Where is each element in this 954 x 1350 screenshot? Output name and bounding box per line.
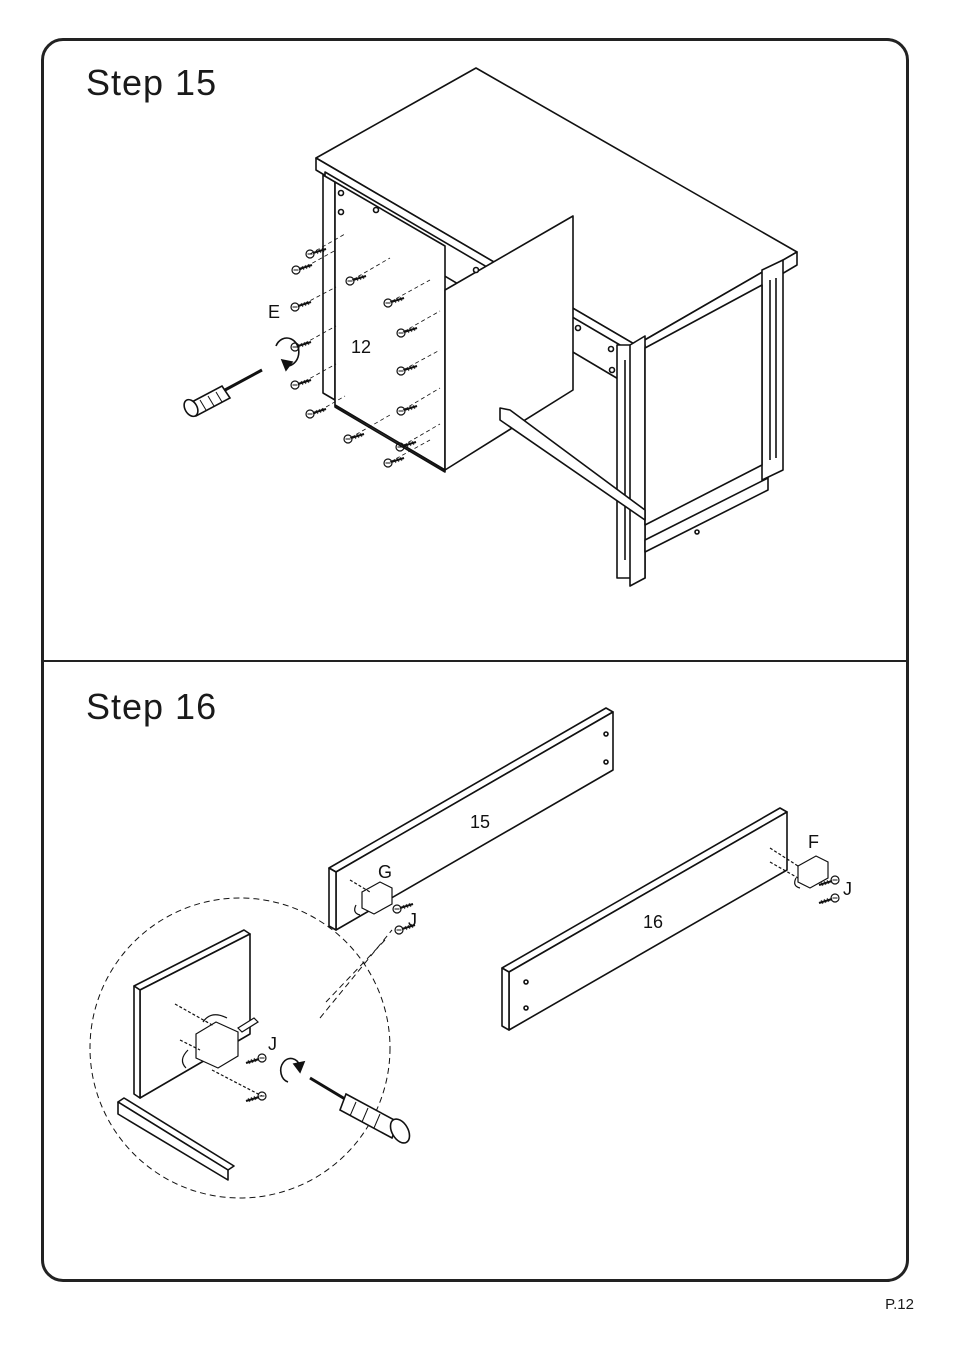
part-label-16: 16 xyxy=(643,912,663,932)
desk-illustration xyxy=(316,68,797,586)
screwdriver-icon xyxy=(181,370,262,419)
screw-label-j-right: J xyxy=(843,879,852,899)
magnifier-detail-circle: J xyxy=(90,898,413,1198)
rotate-clockwise-icon xyxy=(276,338,299,370)
part-label-12: 12 xyxy=(351,337,371,357)
hardware-label-e: E xyxy=(268,302,280,322)
part-label-15: 15 xyxy=(470,812,490,832)
page-number: P.12 xyxy=(885,1296,914,1313)
bracket-label-f: F xyxy=(808,832,819,852)
rotate-clockwise-icon xyxy=(281,1058,304,1082)
bracket-label-g: G xyxy=(378,862,392,882)
screw-label-j-left: J xyxy=(408,910,417,930)
screw-label-j-detail: J xyxy=(268,1034,277,1054)
